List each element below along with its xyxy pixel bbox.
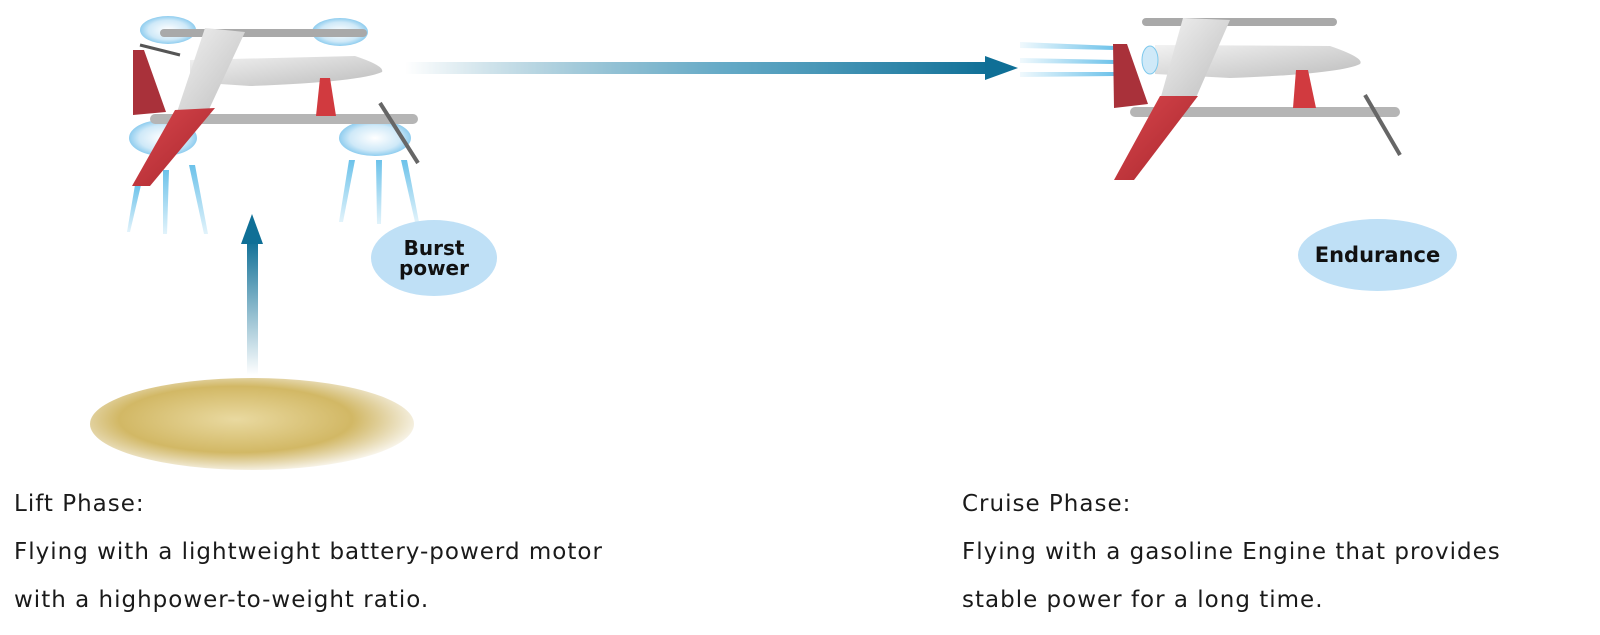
lift-arrow bbox=[241, 214, 263, 375]
vtol-drone-cruise bbox=[1020, 18, 1402, 180]
lift-phase-line1: Flying with a lightweight battery-powerd… bbox=[14, 539, 603, 565]
cruise-phase-caption: Cruise Phase: Flying with a gasoline Eng… bbox=[962, 480, 1501, 624]
cruise-phase-title: Cruise Phase: bbox=[962, 491, 1132, 517]
lift-phase-title: Lift Phase: bbox=[14, 491, 145, 517]
exhaust-jets bbox=[1020, 42, 1115, 77]
burst-power-badge: Burst power bbox=[371, 220, 497, 296]
cruise-phase-line1: Flying with a gasoline Engine that provi… bbox=[962, 539, 1501, 565]
burst-power-line2: power bbox=[399, 256, 469, 280]
vtol-drone-lift bbox=[127, 16, 420, 234]
transition-arrow bbox=[405, 56, 1018, 80]
lift-phase-caption: Lift Phase: Flying with a lightweight ba… bbox=[14, 480, 603, 624]
cruise-phase-line2: stable power for a long time. bbox=[962, 587, 1324, 613]
endurance-badge: Endurance bbox=[1298, 219, 1457, 291]
downwash-jets bbox=[127, 160, 419, 234]
lift-phase-line2: with a highpower-to-weight ratio. bbox=[14, 587, 430, 613]
endurance-label: Endurance bbox=[1314, 243, 1441, 267]
ground-patch bbox=[90, 378, 414, 470]
burst-power-line1: Burst bbox=[403, 236, 465, 260]
